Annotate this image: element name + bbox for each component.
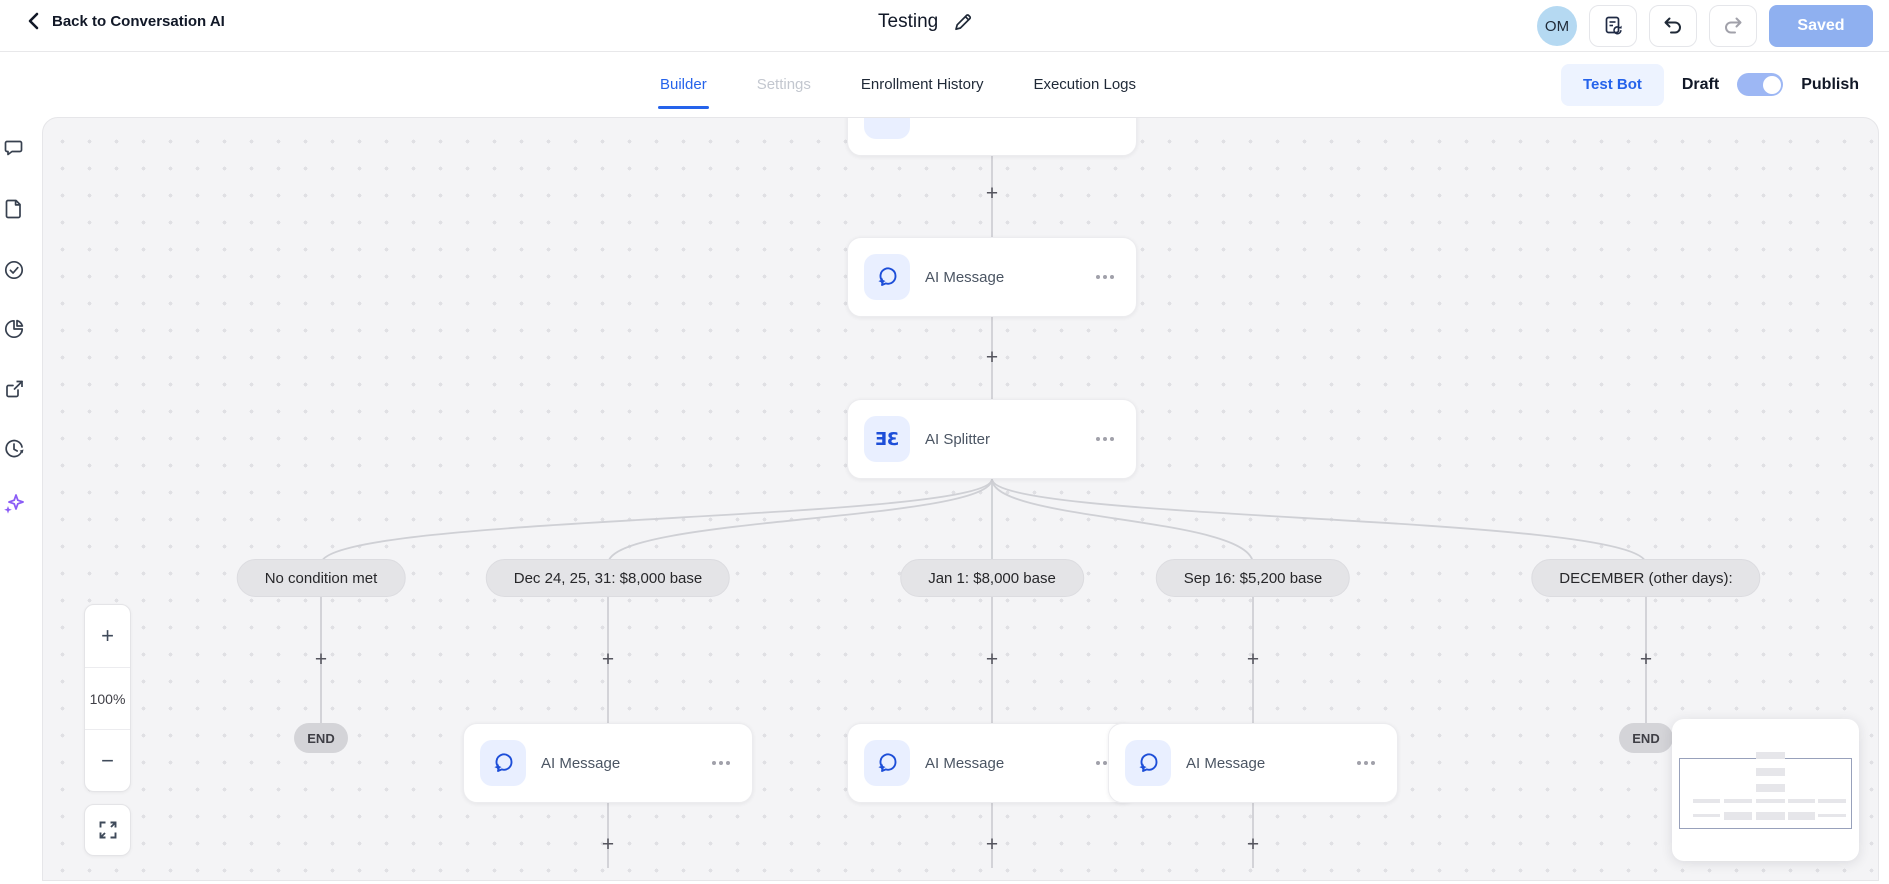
- add-step-button[interactable]: +: [985, 182, 999, 205]
- back-label: Back to Conversation AI: [52, 12, 225, 30]
- conversations-icon[interactable]: [3, 138, 25, 160]
- undo-icon: [1664, 17, 1681, 34]
- external-link-icon[interactable]: [3, 378, 25, 400]
- tab-bar: Builder Settings Enrollment History Exec…: [0, 52, 1889, 117]
- connector-line: [991, 564, 993, 723]
- publish-toggle[interactable]: [1737, 73, 1784, 96]
- connector-line: [991, 156, 993, 237]
- add-step-button[interactable]: +: [985, 833, 999, 856]
- connector-line: [320, 564, 322, 723]
- zoom-level: 100%: [85, 667, 130, 729]
- branch-condition-pill[interactable]: No condition met: [236, 559, 406, 597]
- add-step-button[interactable]: +: [1246, 833, 1260, 856]
- document-refresh-icon: [1605, 16, 1622, 35]
- add-step-button[interactable]: +: [985, 346, 999, 369]
- pie-chart-icon[interactable]: [3, 318, 25, 340]
- node-icon-tile: ƎƐ: [864, 416, 910, 462]
- node-icon-tile: [864, 740, 910, 786]
- zoom-controls: + 100% −: [84, 604, 131, 792]
- node-label: AI Message: [925, 754, 1005, 772]
- back-button[interactable]: Back to Conversation AI: [26, 12, 225, 30]
- toggle-knob: [1762, 75, 1781, 94]
- svg-text:ƎƐ: ƎƐ: [875, 429, 900, 450]
- node-menu-icon[interactable]: [1092, 271, 1118, 283]
- node-label: AI Message: [925, 268, 1005, 286]
- ai-message-icon: [878, 753, 897, 772]
- ai-sparkles-icon[interactable]: [3, 493, 25, 515]
- page-title: Testing: [878, 11, 939, 32]
- test-bot-button[interactable]: Test Bot: [1560, 63, 1664, 106]
- draft-label: Draft: [1681, 75, 1720, 93]
- connector-line: [991, 317, 993, 399]
- node-label: AI Message: [1186, 754, 1266, 772]
- add-step-button[interactable]: +: [1639, 648, 1653, 671]
- connector-line: [1252, 803, 1254, 868]
- workflow-node-ai-message[interactable]: AI Message: [1108, 723, 1398, 803]
- node-label: AI Splitter: [925, 430, 991, 448]
- expand-icon: [99, 821, 116, 839]
- workflow-canvas[interactable]: + + + + + + + + + + AI Message ƎƐ AI Spl…: [42, 117, 1879, 881]
- workflow-node-ai-message[interactable]: AI Message: [847, 237, 1137, 317]
- tabbar-actions: Test Bot Draft Publish: [1560, 52, 1859, 117]
- end-node: END: [1619, 723, 1673, 753]
- branch-condition-pill[interactable]: Sep 16: $5,200 base: [1155, 559, 1351, 597]
- connector-line: [607, 803, 609, 868]
- node-icon-tile: [1125, 740, 1171, 786]
- tab-builder[interactable]: Builder: [658, 52, 709, 117]
- workflow-node-ai-message[interactable]: AI Message: [463, 723, 753, 803]
- history-clock-icon[interactable]: [3, 438, 25, 460]
- add-step-button[interactable]: +: [601, 648, 615, 671]
- node-menu-icon[interactable]: [708, 757, 734, 769]
- ai-splitter-icon: ƎƐ: [875, 429, 900, 450]
- app-header: Back to Conversation AI Testing OM: [0, 0, 1889, 52]
- edit-pencil-icon[interactable]: [952, 11, 974, 33]
- end-node: END: [294, 723, 348, 753]
- add-step-button[interactable]: +: [1246, 648, 1260, 671]
- node-icon-tile: [864, 254, 910, 300]
- connector-line: [991, 803, 993, 868]
- ai-message-icon: [1139, 753, 1158, 772]
- tabs: Builder Settings Enrollment History Exec…: [658, 52, 1137, 117]
- node-icon-tile: [480, 740, 526, 786]
- node-menu-icon[interactable]: [1092, 433, 1118, 445]
- minimap[interactable]: [1672, 719, 1859, 861]
- branch-connectors: [320, 478, 1647, 565]
- branch-condition-pill[interactable]: DECEMBER (other days):: [1531, 559, 1761, 597]
- connector-line: [1252, 564, 1254, 723]
- title-group: Testing: [878, 11, 974, 33]
- tab-settings[interactable]: Settings: [756, 76, 811, 93]
- add-step-button[interactable]: +: [985, 648, 999, 671]
- header-actions: OM Saved: [1537, 5, 1873, 47]
- node-label: AI Message: [541, 754, 621, 772]
- ai-message-icon: [494, 753, 513, 772]
- tab-execution-logs[interactable]: Execution Logs: [1033, 76, 1137, 93]
- redo-icon: [1725, 17, 1742, 34]
- tab-enrollment-history[interactable]: Enrollment History: [860, 76, 984, 93]
- documents-icon[interactable]: [3, 198, 25, 220]
- node-menu-icon[interactable]: [1353, 757, 1379, 769]
- connector-line: [1645, 564, 1647, 723]
- version-history-button[interactable]: [1589, 5, 1637, 47]
- ai-message-icon: [878, 267, 897, 286]
- redo-button[interactable]: [1709, 5, 1757, 47]
- fit-view-button[interactable]: [84, 804, 131, 856]
- zoom-in-button[interactable]: +: [101, 623, 114, 648]
- add-step-button[interactable]: +: [601, 833, 615, 856]
- back-chevron-icon: [28, 12, 39, 30]
- check-circle-icon[interactable]: [3, 259, 25, 281]
- connector-line: [607, 564, 609, 723]
- branch-condition-pill[interactable]: Dec 24, 25, 31: $8,000 base: [485, 559, 731, 597]
- node-icon-tile: [864, 118, 910, 139]
- workflow-node-ai-splitter[interactable]: ƎƐ AI Splitter: [847, 399, 1137, 479]
- workflow-node-partial[interactable]: [847, 118, 1137, 156]
- branch-condition-pill[interactable]: Jan 1: $8,000 base: [900, 559, 1084, 597]
- publish-label: Publish: [1801, 75, 1859, 93]
- saved-button[interactable]: Saved: [1769, 5, 1873, 47]
- avatar[interactable]: OM: [1537, 6, 1577, 46]
- zoom-out-button[interactable]: −: [85, 729, 130, 791]
- add-step-button[interactable]: +: [314, 648, 328, 671]
- undo-button[interactable]: [1649, 5, 1697, 47]
- workflow-node-ai-message[interactable]: AI Message: [847, 723, 1137, 803]
